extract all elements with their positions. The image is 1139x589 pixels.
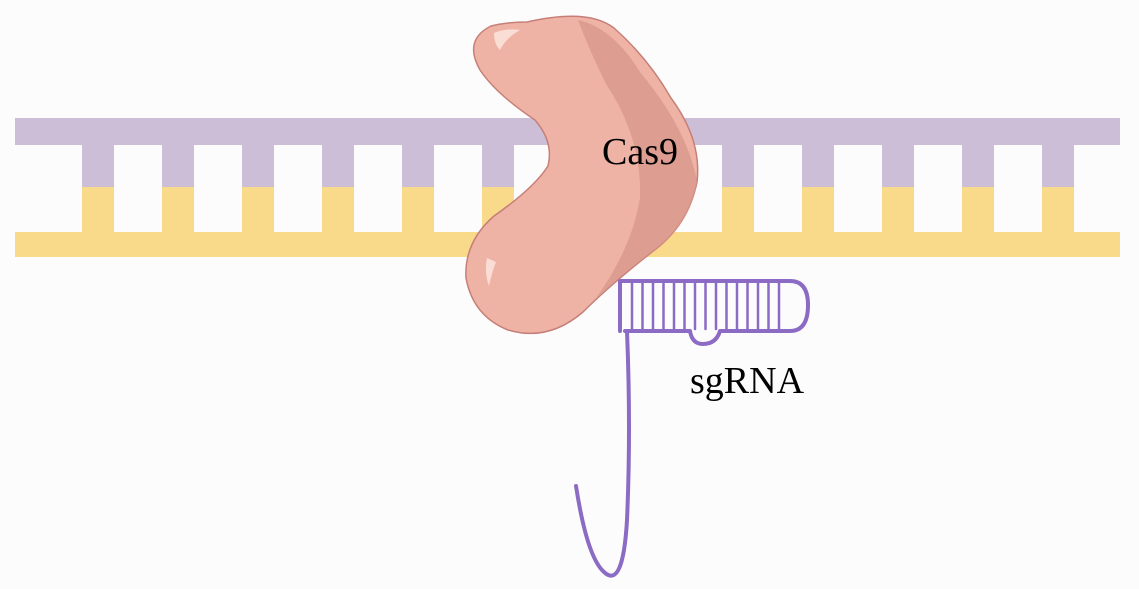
base-pair-top-13 <box>1042 140 1074 187</box>
base-pair-top-4 <box>322 140 354 187</box>
base-pair-bottom-4 <box>322 187 354 235</box>
cas9-label: Cas9 <box>602 131 678 173</box>
cas9-protein <box>465 15 699 335</box>
sgrna-hairpin-basepairs <box>630 281 781 331</box>
base-pair-bottom-2 <box>162 187 194 235</box>
base-pair-top-9 <box>722 140 754 187</box>
base-pair-bottom-9 <box>722 187 754 235</box>
sgrna-label: sgRNA <box>690 360 805 402</box>
sgrna-tail <box>574 329 631 578</box>
base-pair-top-12 <box>962 140 994 187</box>
sgrna-strand <box>574 279 810 578</box>
cas9-highlight-lower <box>485 258 496 286</box>
base-pair-bottom-3 <box>242 187 274 235</box>
sgrna-hairpin-loop <box>618 279 810 346</box>
base-pair-bottom-5 <box>402 187 434 235</box>
base-pair-bottom-10 <box>802 187 834 235</box>
dna-base-pairs <box>82 140 1074 235</box>
base-pair-top-3 <box>242 140 274 187</box>
base-pair-top-10 <box>802 140 834 187</box>
cas9-highlight <box>494 29 520 50</box>
base-pair-bottom-12 <box>962 187 994 235</box>
base-pair-bottom-1 <box>82 187 114 235</box>
base-pair-top-5 <box>402 140 434 187</box>
base-pair-top-2 <box>162 140 194 187</box>
base-pair-top-11 <box>882 140 914 187</box>
base-pair-top-1 <box>82 140 114 187</box>
base-pair-bottom-11 <box>882 187 914 235</box>
cas9-shading <box>578 20 697 298</box>
base-pair-bottom-13 <box>1042 187 1074 235</box>
base-pair-top-6 <box>482 140 514 187</box>
